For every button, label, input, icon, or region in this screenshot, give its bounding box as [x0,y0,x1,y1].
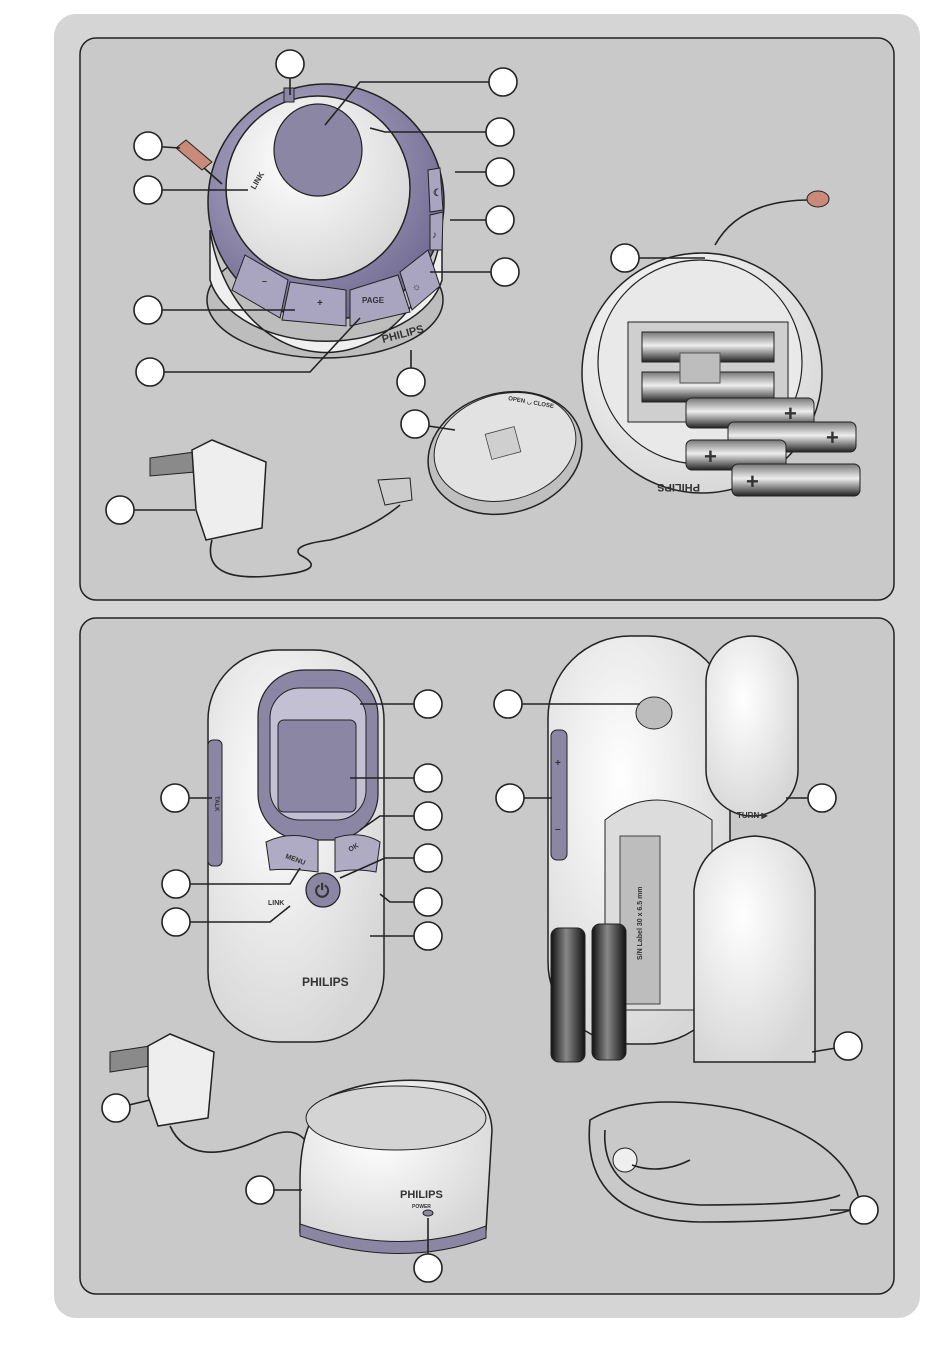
talk-label: TALK [213,796,219,812]
parent-unit-brand: PHILIPS [302,975,349,989]
microphone-sensor [274,104,362,196]
belt-clip [706,636,798,816]
plus-button[interactable] [282,282,346,326]
music-note-icon: ♪ [432,230,437,241]
page-label: PAGE [362,296,385,305]
volume-plus-label: + [555,758,561,769]
battery-plus: + [704,444,717,469]
minus-label: – [262,276,267,286]
plus-label: + [317,298,323,309]
power-led [423,1210,433,1216]
battery: + [732,464,860,496]
link-label: LINK [268,900,284,907]
cradle-brand: PHILIPS [400,1189,443,1201]
battery [592,924,626,1060]
sn-label: S/N Label 30 x 6.5 mm [637,886,644,960]
ok-button[interactable] [335,835,380,872]
moon-icon: ☾ [433,188,442,199]
belt-clip-hole [636,697,672,729]
charging-cradle: PHILIPS POWER [300,1080,492,1253]
power-icon: ⏻ [315,881,330,901]
volume-minus-label: – [555,824,561,835]
cord-clasp [613,1148,637,1172]
baby-unit-bottom-brand: PHILIPS [657,481,700,493]
battery-cover [694,836,815,1062]
sensor-tip [807,191,829,207]
night-light-icon: ☼ [412,282,421,293]
power-label: POWER [412,1204,431,1210]
turn-label: TURN ▶ [737,811,768,820]
parent-unit-front: TALK MENU OK ⏻ LINK PHILIPS [208,650,384,1042]
volume-key[interactable] [551,730,567,860]
battery-plus: + [746,469,759,494]
display-screen [278,720,356,812]
battery [551,928,585,1062]
compartment-label [680,353,720,383]
antenna-tab [284,88,294,102]
parent-unit-back: + – S/N Label 30 x 6.5 mm TURN ▶ [548,636,815,1062]
battery-plus: + [826,425,839,450]
menu-button[interactable] [266,835,318,872]
